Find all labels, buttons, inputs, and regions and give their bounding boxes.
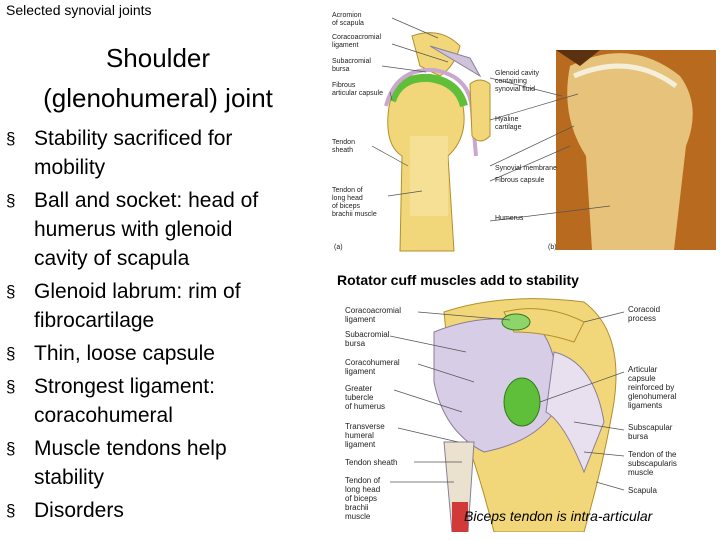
slide-title-line-2: (glenohumeral) joint [43,83,273,113]
label-coracohumeral-ligament: Coracohumeral ligament [345,358,400,376]
label-coracoid-process: Coracoid process [628,305,661,323]
label-coracoacromial-ligament-2: Coracoacromial ligament [345,306,402,324]
label-acromion: Acromion of scapula [332,12,364,27]
bullet-line: Muscle tendons help [34,437,227,460]
shoulder-photo [556,50,716,251]
shoulder-illustration [384,32,491,252]
rotator-cuff-figure [389,298,625,532]
bullet-item: § Glenoid labrum: rim of fibrocartilage [6,277,306,335]
bullet-marker: § [6,129,16,148]
bullet-line: Glenoid labrum: rim of [34,280,241,303]
figure-caption: Biceps tendon is intra-articular [464,508,653,524]
label-subscapular-bursa: Subscapular bursa [628,423,673,441]
label-subacromial-bursa-2: Subacromial bursa [345,330,390,348]
leader-lines-bottom [389,311,625,491]
slide-title: Shoulder (glenohumeral) joint [8,38,308,118]
label-biceps-tendon-2: Tendon of long head of biceps brachii mu… [345,476,381,521]
bullet-list: § Stability sacrificed for mobility § Ball … [6,124,306,529]
bullet-line: Disorders [34,499,124,522]
bullet-line: Thin, loose capsule [34,342,215,365]
slide-title-line-1: Shoulder [105,43,211,73]
label-greater-tubercle: Greater tubercle of humerus [345,384,386,411]
bullet-item: § Muscle tendons help stability [6,434,306,492]
bullet-item: § Ball and socket: head of humerus with gl… [6,186,306,273]
label-glenoid-cavity: Glenoid cavity containing synovial fluid [495,70,539,93]
bullet-marker: § [6,282,16,301]
slide-corner-label: Selected synovial joints [6,2,152,18]
leader-lines [371,17,611,222]
shoulder-section-figure [371,17,716,252]
bullet-line: Ball and socket: head of [34,189,259,212]
bullet-line: Stability sacrificed for [34,127,233,150]
bullet-item: § Thin, loose capsule [6,339,306,368]
rotator-cuff-illustration [433,298,617,532]
label-coracoacromial-ligament: Coracoacromial ligament [332,34,382,49]
label-articular-capsule: Articular capsule reinforced by glenohum… [628,365,677,410]
label-tendon-sheath-2: Tendon sheath [345,458,398,467]
bullet-line: humerus with glenoid [34,218,233,241]
bullet-line: mobility [34,156,106,179]
bullet-marker: § [6,439,16,458]
bullet-marker: § [6,191,16,210]
bullet-marker: § [6,377,16,396]
bullet-line: cavity of scapula [34,247,190,270]
panel-a-label: (a) [334,244,343,251]
label-fibrous-capsule-right: Fibrous capsule [495,177,545,184]
label-subacromial-bursa: Subacromial bursa [332,58,371,73]
label-scapula: Scapula [628,486,657,495]
panel-b-label: (b) [548,244,557,251]
label-synovial-membrane: Synovial membrane [495,165,557,172]
label-fibrous-capsule: Fibrous articular capsule [332,82,383,97]
bullet-marker: § [6,501,16,520]
bullet-item: § Stability sacrificed for mobility [6,124,306,182]
rotator-cuff-heading: Rotator cuff muscles add to stability [337,272,579,288]
bullet-item: § Disorders [6,496,306,525]
label-hyaline-cartilage: Hyaline cartilage [495,116,522,131]
bullet-marker: § [6,344,16,363]
label-subscapularis-tendon: Tendon of the subscapularis muscle [628,450,677,477]
bullet-line: Strongest ligament: [34,375,215,398]
label-humerus: Humerus [495,215,524,222]
label-transverse-ligament: Transverse humeral ligament [345,422,385,449]
bullet-line: stability [34,466,105,489]
bullet-item: § Strongest ligament: coracohumeral [6,372,306,430]
bullet-line: coracohumeral [34,404,173,427]
label-biceps-tendon: Tendon of long head of biceps brachii mu… [332,187,377,218]
bullet-line: fibrocartilage [34,309,155,332]
label-tendon-sheath: Tendon sheath [332,139,355,154]
